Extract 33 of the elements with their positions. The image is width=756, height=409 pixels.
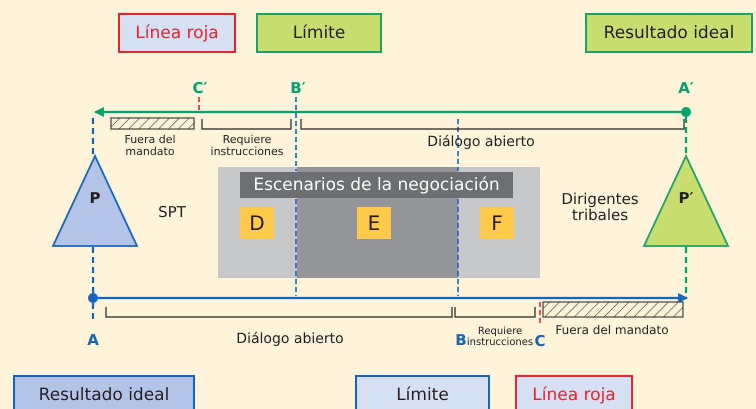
label-box: Límite bbox=[256, 13, 382, 53]
segment-label: Diálogo abierto bbox=[427, 135, 535, 151]
point-letter: A bbox=[87, 332, 99, 348]
side-label: Dirigentes tribales bbox=[560, 190, 640, 224]
party-triangle bbox=[643, 155, 729, 247]
point-letter: B′ bbox=[290, 80, 306, 96]
scenario-tag: F bbox=[480, 207, 514, 239]
party-label: P bbox=[90, 189, 100, 207]
scenario-panel bbox=[218, 167, 540, 278]
label-box: Límite bbox=[355, 375, 490, 409]
segment-label: Fuera del mandato bbox=[123, 134, 177, 158]
point-letter: A′ bbox=[678, 80, 694, 96]
arrow bbox=[94, 107, 681, 117]
arrow bbox=[98, 293, 688, 303]
segment-label: Requiere instrucciones bbox=[466, 326, 534, 348]
label-box: Línea roja bbox=[515, 375, 633, 409]
scenario-tag: D bbox=[240, 207, 274, 239]
label-box: Resultado ideal bbox=[13, 375, 195, 409]
segment-label: Fuera del mandato bbox=[555, 324, 669, 338]
segment-label: Requiere instrucciones bbox=[210, 134, 284, 158]
point-letter: C bbox=[534, 332, 546, 350]
party-label: P′ bbox=[678, 189, 694, 207]
label-box: Resultado ideal bbox=[585, 13, 753, 53]
side-label: SPT bbox=[158, 204, 186, 220]
party-triangle bbox=[52, 155, 138, 247]
point-letter: B bbox=[455, 332, 467, 348]
point-letter: C′ bbox=[192, 80, 208, 96]
scenario-tag: E bbox=[357, 207, 391, 239]
label-box: Línea roja bbox=[118, 13, 236, 53]
panel-heading: Escenarios de la negociación bbox=[240, 172, 513, 198]
segment-label: Diálogo abierto bbox=[236, 332, 344, 348]
endpoint-dot bbox=[88, 293, 98, 303]
endpoint-dot bbox=[681, 107, 691, 117]
